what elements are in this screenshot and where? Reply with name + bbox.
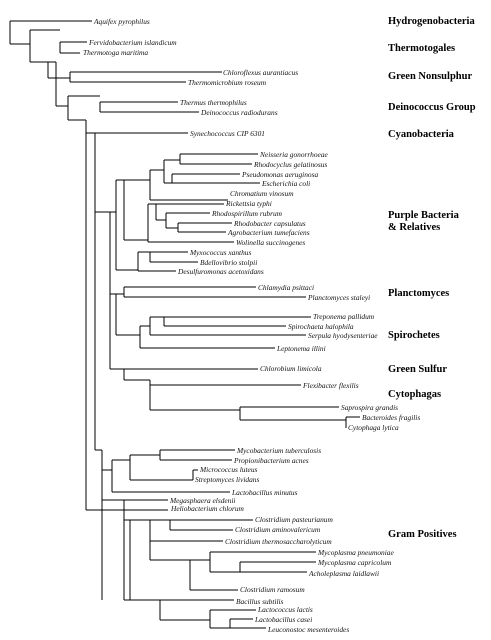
group-label-purple-relatives: & Relatives: [388, 222, 440, 233]
taxon-label: Rhodocyclus gelatinosus: [253, 160, 327, 169]
tree-branches: [9, 20, 360, 629]
taxon-label: Cytophaga lytica: [348, 423, 399, 432]
taxon-label: Rhodobacter capsulatus: [233, 219, 306, 228]
taxon-label: Escherichia coli: [261, 179, 310, 188]
group-label-planctomyces: Planctomyces: [388, 288, 449, 299]
taxon-label: Streptomyces lividans: [195, 475, 260, 484]
taxon-label: Clostridium ramosum: [240, 585, 305, 594]
group-label-purple-bacteria: Purple Bacteria: [388, 210, 460, 221]
group-label-green-sulfur: Green Sulfur: [388, 364, 447, 375]
taxon-label: Deinococcus radiodurans: [200, 108, 278, 117]
taxon-label: Heliobacterium chlorum: [170, 504, 245, 513]
taxon-label: Desulfuromonas acetoxidans: [177, 267, 264, 276]
group-label-thermotogales: Thermotogales: [388, 43, 455, 54]
taxon-label: Serpula hyodysenteriae: [308, 331, 378, 340]
taxon-label: Treponema pallidum: [313, 312, 375, 321]
taxon-label: Mycoplasma pneumoniae: [317, 548, 394, 557]
taxon-label: Lactobacillus casei: [254, 615, 312, 624]
taxon-label: Clostridium aminovalericum: [235, 525, 321, 534]
taxon-label: Megasphaera elsdenii: [169, 496, 235, 505]
group-label-hydrogenobacteria: Hydrogenobacteria: [388, 16, 475, 27]
taxon-label: Chlorobium limicola: [260, 364, 322, 373]
taxon-label: Planctomyces staleyi: [307, 293, 370, 302]
taxon-label: Rhodospirillum rubrum: [211, 209, 283, 218]
taxon-label: Bacteroides fragilis: [362, 413, 420, 422]
taxon-label: Mycoplasma capricolum: [317, 558, 392, 567]
taxon-label: Lactococcus lactis: [257, 605, 313, 614]
taxon-label: Propionibacterium acnes: [233, 456, 309, 465]
taxon-label: Mycobacterium tuberculosis: [236, 446, 321, 455]
taxon-label: Chloroflexus aurantiacus: [223, 68, 298, 77]
taxon-label: Bacillus subtilis: [236, 597, 284, 606]
taxon-label: Thermus thermophilus: [180, 98, 247, 107]
taxon-label: Clostridium thermosaccharolyticum: [225, 537, 332, 546]
taxon-label: Bdellovibrio stolpii: [200, 258, 257, 267]
group-label-gram-positives: Gram Positives: [388, 529, 457, 540]
group-label-green-nonsulphur: Green Nonsulphur: [388, 71, 472, 82]
group-label-spirochetes: Spirochetes: [388, 330, 440, 341]
group-label-cytophagas: Cytophagas: [388, 389, 441, 400]
taxon-label: Thermomicrobium roseum: [188, 78, 267, 87]
taxon-label: Agrobacterium tumefaciens: [227, 228, 310, 237]
taxon-label: Pseudomonas aeruginosa: [241, 170, 318, 179]
group-label-deinococcus: Deinococcus Group: [388, 102, 476, 113]
taxon-label: Synechococcus CIP 6301: [190, 129, 265, 138]
taxon-label: Thermotoga maritima: [83, 48, 148, 57]
taxon-label: Micrococcus luteus: [199, 465, 258, 474]
taxon-label: Lactobacillus minutus: [231, 488, 298, 497]
taxon-label: Myxococcus xanthus: [189, 248, 251, 257]
group-label-cyanobacteria: Cyanobacteria: [388, 129, 455, 140]
taxon-label: Acholeplasma laidlawii: [308, 569, 379, 578]
taxon-label: Spirochaeta halophila: [288, 322, 354, 331]
taxon-label: Chlamydia psittaci: [258, 283, 314, 292]
taxon-label: Saprospira grandis: [341, 403, 398, 412]
taxon-label: Flexibacter flexilis: [302, 381, 359, 390]
taxon-label: Leptonema illini: [276, 344, 326, 353]
taxon-label: Leuconostoc mesenteroides: [267, 625, 349, 634]
taxon-label: Fervidobacterium islandicum: [88, 38, 177, 47]
taxon-label: Neisseria gonorrhoeae: [259, 150, 329, 159]
taxon-label: Wolinella succinogenes: [236, 238, 305, 247]
taxon-label: Aquifex pyrophilus: [93, 17, 150, 26]
taxon-label: Rickettsia typhi: [225, 199, 272, 208]
taxon-label: Clostridium pasteurianum: [255, 515, 333, 524]
taxon-label: Chromatium vinosum: [230, 189, 294, 198]
